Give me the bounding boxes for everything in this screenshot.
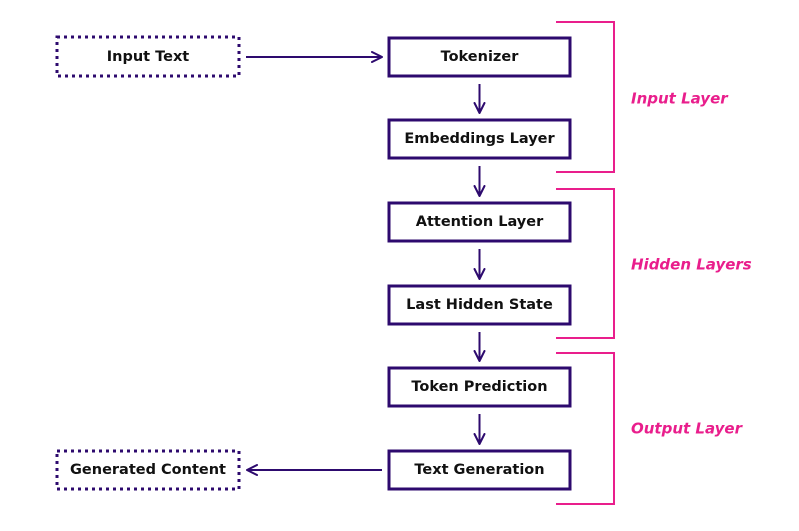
token-prediction-box bbox=[387, 366, 572, 408]
last-hidden-state-label: Last Hidden State bbox=[406, 297, 553, 313]
generated-content-box bbox=[55, 449, 241, 491]
input-text-label: Input Text bbox=[107, 49, 190, 65]
text-generation-node: Text Generation bbox=[387, 449, 572, 491]
last-hidden-state-box bbox=[387, 284, 572, 326]
attention-layer-label: Attention Layer bbox=[416, 214, 544, 230]
tokenizer-label: Tokenizer bbox=[441, 49, 520, 65]
attention-layer-node: Attention Layer bbox=[387, 201, 572, 243]
text-generation-box bbox=[387, 449, 572, 491]
tokenizer-node: Tokenizer bbox=[387, 36, 572, 78]
generated-content-label: Generated Content bbox=[70, 462, 226, 478]
token-prediction-node: Token Prediction bbox=[387, 366, 572, 408]
text-generation-label: Text Generation bbox=[414, 462, 544, 478]
flow-arrows bbox=[246, 51, 486, 476]
hidden-layers-bracket bbox=[556, 188, 615, 339]
output-layer-bracket bbox=[556, 352, 615, 505]
token-prediction-label: Token Prediction bbox=[411, 379, 547, 395]
tokenizer-box bbox=[387, 36, 572, 78]
attention-layer-box bbox=[387, 201, 572, 243]
generated-content-node: Generated Content bbox=[55, 449, 241, 491]
layer-brackets bbox=[556, 21, 615, 505]
hidden-layers-label: Hidden Layers bbox=[631, 256, 752, 274]
last-hidden-state-node: Last Hidden State bbox=[387, 284, 572, 326]
embeddings-layer-box bbox=[387, 118, 572, 160]
input-text-box bbox=[55, 35, 241, 78]
input-text-node: Input Text bbox=[55, 35, 241, 78]
embeddings-layer-node: Embeddings Layer bbox=[387, 118, 572, 160]
input-layer-label: Input Layer bbox=[631, 90, 729, 108]
output-layer-label: Output Layer bbox=[631, 420, 744, 438]
input-layer-bracket bbox=[556, 21, 615, 173]
embeddings-layer-label: Embeddings Layer bbox=[404, 131, 555, 147]
